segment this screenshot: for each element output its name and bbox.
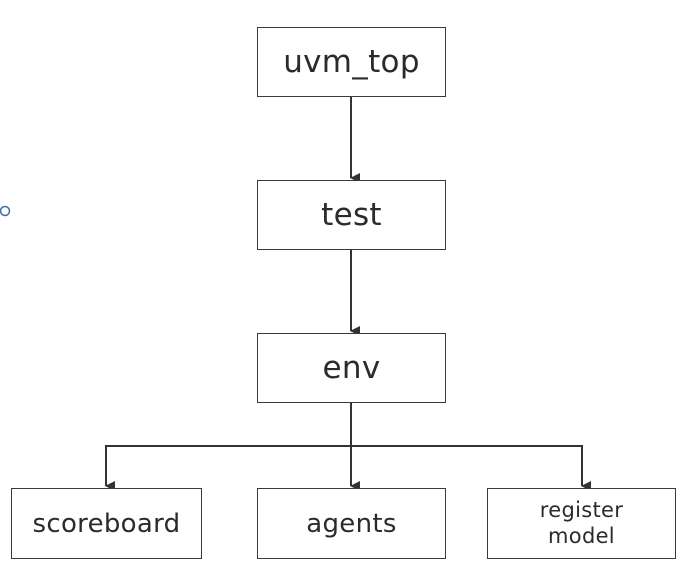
node-test-label: test bbox=[321, 197, 382, 233]
node-agents-label: agents bbox=[306, 508, 397, 539]
node-uvm-top-label: uvm_top bbox=[283, 44, 420, 80]
node-scoreboard: scoreboard bbox=[11, 488, 202, 559]
node-agents: agents bbox=[257, 488, 446, 559]
node-test: test bbox=[257, 180, 446, 250]
node-register-model-label: register model bbox=[539, 498, 624, 548]
left-edge-marker bbox=[0, 205, 11, 217]
node-env: env bbox=[257, 333, 446, 403]
node-env-label: env bbox=[322, 350, 381, 386]
node-scoreboard-label: scoreboard bbox=[32, 508, 181, 539]
node-uvm-top: uvm_top bbox=[257, 27, 446, 97]
node-register-model: register model bbox=[487, 488, 676, 559]
